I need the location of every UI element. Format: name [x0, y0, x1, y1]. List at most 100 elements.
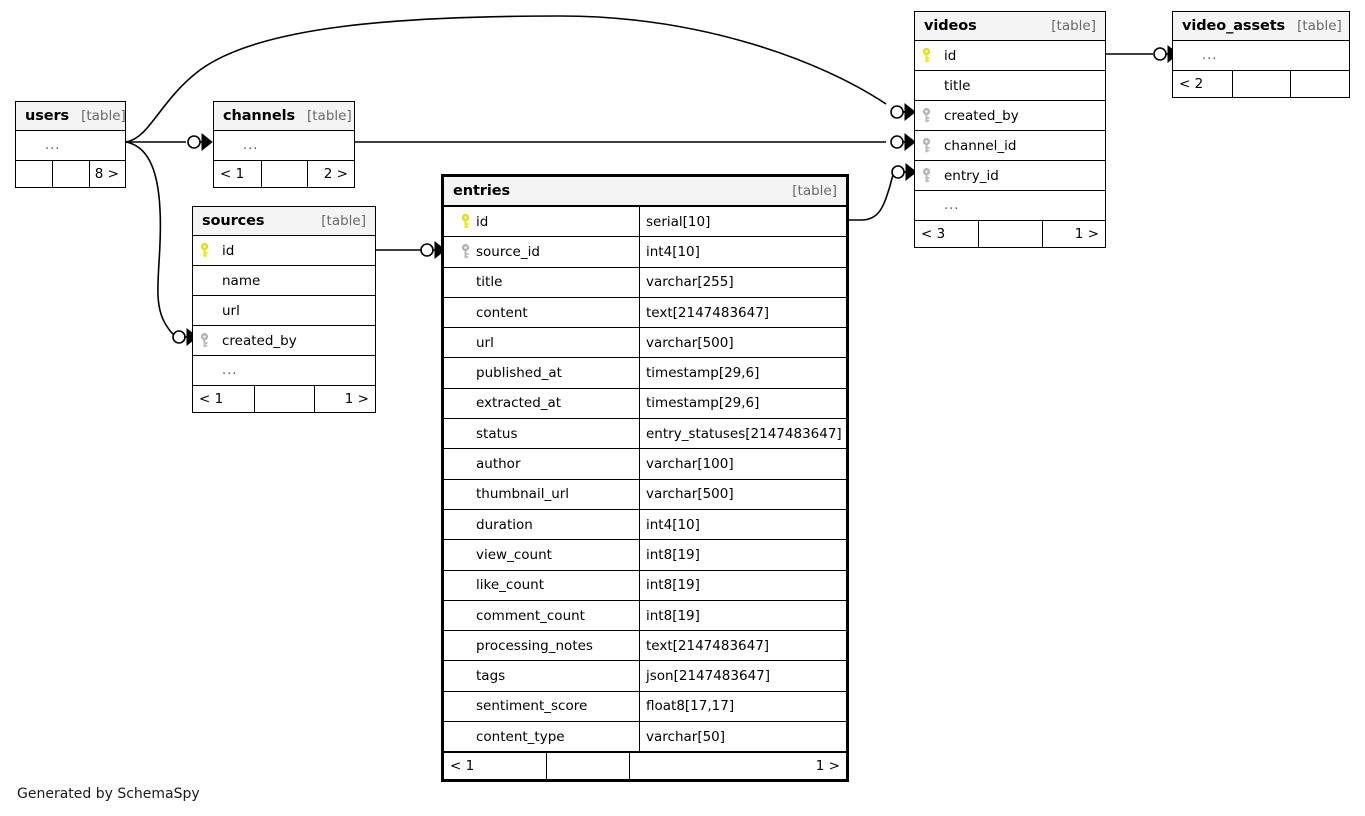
footer-child-count[interactable]: 1 >	[1041, 221, 1105, 247]
table-video-assets[interactable]: video_assets [table] ... < 2	[1172, 11, 1350, 98]
footer-child-count[interactable]: 2 >	[307, 161, 354, 187]
table-row[interactable]: ...	[1173, 41, 1349, 70]
foreign-key-icon	[200, 333, 208, 348]
column-name: status	[444, 419, 639, 448]
table-row[interactable]: extracted_at timestamp[29,6]	[444, 388, 846, 420]
table-channels-name: channels	[223, 108, 295, 124]
table-row[interactable]: source_id int4[10]	[444, 237, 846, 268]
footer-middle	[260, 161, 308, 187]
key-slot	[915, 191, 937, 220]
footer-middle	[546, 753, 629, 780]
table-sources-header[interactable]: sources [table]	[193, 207, 375, 236]
column-label: author	[476, 456, 521, 473]
table-row[interactable]: like_count int8[19]	[444, 570, 846, 601]
table-sources-footer: < 1 1 >	[193, 385, 375, 412]
footer-child-count[interactable]: 1 >	[629, 753, 846, 780]
column-type: varchar[500]	[639, 328, 846, 358]
table-row[interactable]: name	[193, 266, 375, 296]
table-entries[interactable]: entries [table] id	[441, 174, 849, 783]
table-row[interactable]: sentiment_score float8[17,17]	[444, 691, 846, 723]
column-name: content	[444, 298, 639, 327]
footer-parent-count[interactable]: < 1	[199, 391, 224, 407]
table-channels-kind: [table]	[306, 108, 352, 124]
table-videos-header[interactable]: videos [table]	[915, 12, 1105, 41]
foreign-key-icon	[922, 168, 930, 183]
table-users-kind: [table]	[81, 108, 126, 124]
table-row[interactable]: created_by	[915, 101, 1105, 131]
table-row[interactable]: thumbnail_url varchar[500]	[444, 479, 846, 510]
footer-child-count	[1290, 71, 1349, 97]
column-name: sentiment_score	[444, 692, 639, 721]
table-row[interactable]: duration int4[10]	[444, 509, 846, 541]
table-entries-rows: id serial[10] source_id	[444, 207, 846, 752]
column-type: timestamp[29,6]	[639, 358, 846, 388]
column-name: ...	[1202, 48, 1218, 63]
primary-key-icon	[200, 243, 208, 258]
table-row[interactable]: published_at timestamp[29,6]	[444, 358, 846, 389]
generated-by-caption: Generated by SchemaSpy	[17, 786, 200, 802]
column-type: float8[17,17]	[639, 691, 846, 722]
table-row[interactable]: created_by	[193, 326, 375, 356]
column-label: status	[476, 425, 518, 442]
column-name: extracted_at	[444, 389, 639, 418]
table-sources[interactable]: sources [table] id name	[192, 206, 376, 413]
table-row[interactable]: ...	[16, 131, 125, 160]
table-row[interactable]: id	[915, 41, 1105, 71]
table-row[interactable]: view_count int8[19]	[444, 540, 846, 571]
table-row[interactable]: ...	[193, 356, 375, 385]
column-label: view_count	[476, 546, 552, 563]
column-name: ...	[45, 138, 61, 153]
table-row[interactable]: url varchar[500]	[444, 328, 846, 359]
table-users-rows: ...	[16, 131, 125, 160]
table-channels-header[interactable]: channels [table]	[214, 102, 354, 131]
table-row[interactable]: title	[915, 71, 1105, 101]
key-slot	[193, 356, 215, 385]
table-video-assets-header[interactable]: video_assets [table]	[1173, 12, 1349, 41]
table-row[interactable]: title varchar[255]	[444, 267, 846, 298]
primary-key-icon	[922, 48, 930, 63]
foreign-key-icon	[922, 108, 930, 123]
table-row[interactable]: ...	[915, 191, 1105, 220]
terminator-videos-entry-id	[891, 162, 917, 182]
table-entries-header[interactable]: entries [table]	[444, 177, 846, 207]
table-row[interactable]: author varchar[100]	[444, 449, 846, 480]
table-row[interactable]: tags json[2147483647]	[444, 661, 846, 692]
table-row[interactable]: id	[193, 236, 375, 266]
key-slot	[193, 296, 215, 325]
table-row[interactable]: url	[193, 296, 375, 326]
key-slot	[1173, 41, 1195, 70]
table-video-assets-name: video_assets	[1182, 18, 1286, 34]
table-row[interactable]: status entry_statuses[2147483647]	[444, 419, 846, 450]
footer-parent-count[interactable]: < 3	[921, 226, 946, 242]
footer-parent-count[interactable]: < 1	[220, 166, 245, 182]
key-slot	[193, 326, 215, 355]
footer-parent-count[interactable]: < 2	[1179, 76, 1204, 92]
table-users-header[interactable]: users [table]	[16, 102, 126, 131]
table-row[interactable]: id serial[10]	[444, 207, 846, 238]
footer-child-count[interactable]: 8 >	[88, 161, 125, 187]
table-row[interactable]: processing_notes text[2147483647]	[444, 631, 846, 662]
column-name: duration	[444, 510, 639, 539]
column-name: source_id	[444, 237, 639, 266]
table-videos[interactable]: videos [table] id title	[914, 11, 1106, 248]
table-row[interactable]: content text[2147483647]	[444, 297, 846, 329]
footer-child-count[interactable]: 1 >	[314, 386, 375, 412]
table-row[interactable]: content_type varchar[50]	[444, 722, 846, 752]
table-row[interactable]: ...	[214, 131, 354, 160]
footer-parent-count[interactable]	[16, 161, 52, 187]
key-slot	[915, 71, 937, 100]
footer-parent-count[interactable]: < 1	[450, 758, 475, 775]
table-row[interactable]: comment_count int8[19]	[444, 600, 846, 632]
column-label: sentiment_score	[476, 698, 588, 715]
column-name: url	[444, 328, 639, 357]
table-channels[interactable]: channels [table] ... < 1 2 >	[213, 101, 355, 188]
table-row[interactable]: entry_id	[915, 161, 1105, 191]
edge-entries-id-to-videos-entry-id	[849, 174, 894, 221]
key-slot	[214, 131, 236, 160]
footer-middle	[253, 386, 315, 412]
table-row[interactable]: channel_id	[915, 131, 1105, 161]
table-sources-rows: id name url	[193, 236, 375, 385]
table-users-name: users	[25, 108, 70, 124]
column-type: int4[10]	[639, 237, 846, 267]
table-users[interactable]: users [table] ... 8 >	[15, 101, 126, 188]
